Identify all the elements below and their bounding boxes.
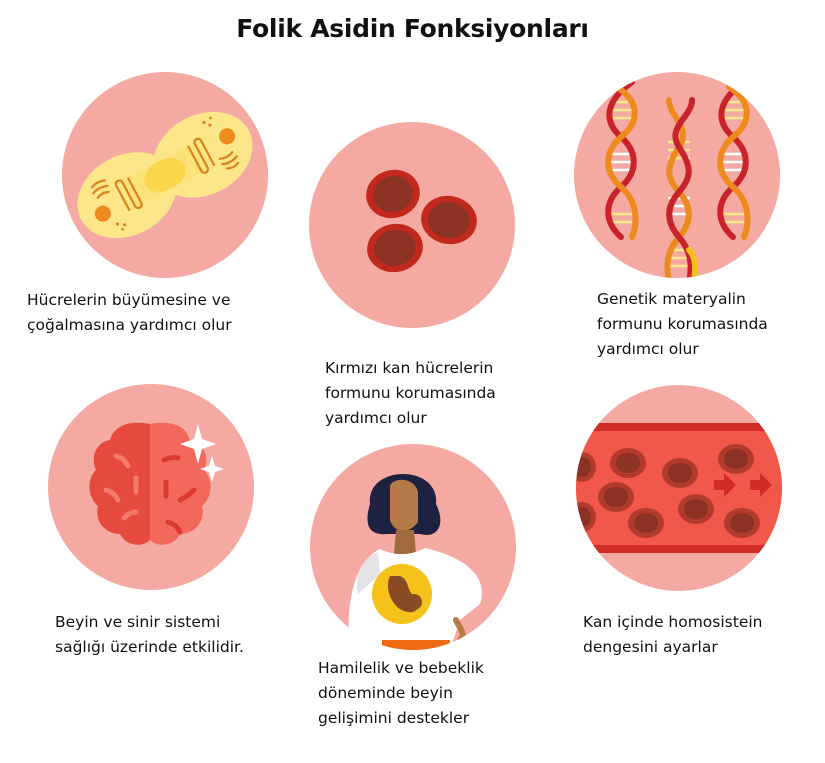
caption-line: Hamilelik ve bebeklik — [318, 659, 484, 677]
caption-line: Genetik materyalin — [597, 290, 746, 308]
caption-line: formunu korumasında — [597, 315, 768, 333]
caption-line: sağlığı üzerinde etkilidir. — [55, 638, 244, 656]
caption-pregnancy: Hamilelik ve bebeklik döneminde beyin ge… — [318, 656, 484, 731]
caption-line: dengesini ayarlar — [583, 638, 718, 656]
pregnant-woman-icon — [310, 444, 516, 650]
caption-line: çoğalmasına yardımcı olur — [27, 316, 232, 334]
caption-homocysteine: Kan içinde homosistein dengesini ayarlar — [583, 610, 763, 660]
caption-line: yardımcı olur — [325, 409, 427, 427]
caption-red-blood-cells: Kırmızı kan hücrelerin formunu korumasın… — [325, 356, 496, 431]
caption-line: Kırmızı kan hücrelerin — [325, 359, 494, 377]
caption-cell-growth: Hücrelerin büyümesine ve çoğalmasına yar… — [27, 288, 232, 338]
caption-line: Kan içinde homosistein — [583, 613, 763, 631]
caption-line: formunu korumasında — [325, 384, 496, 402]
brain-icon — [48, 384, 254, 590]
caption-line: Hücrelerin büyümesine ve — [27, 291, 231, 309]
dna-helix-icon — [574, 72, 780, 278]
red-blood-cells-icon — [309, 122, 515, 328]
caption-line: Beyin ve sinir sistemi — [55, 613, 221, 631]
dividing-cell-icon — [62, 72, 268, 278]
caption-line: gelişimini destekler — [318, 709, 470, 727]
caption-line: döneminde beyin — [318, 684, 453, 702]
caption-genetic-material: Genetik materyalin formunu korumasında y… — [597, 287, 768, 362]
page-title: Folik Asidin Fonksiyonları — [236, 14, 589, 43]
blood-vessel-icon — [576, 385, 782, 591]
caption-line: yardımcı olur — [597, 340, 699, 358]
caption-brain: Beyin ve sinir sistemi sağlığı üzerinde … — [55, 610, 244, 660]
